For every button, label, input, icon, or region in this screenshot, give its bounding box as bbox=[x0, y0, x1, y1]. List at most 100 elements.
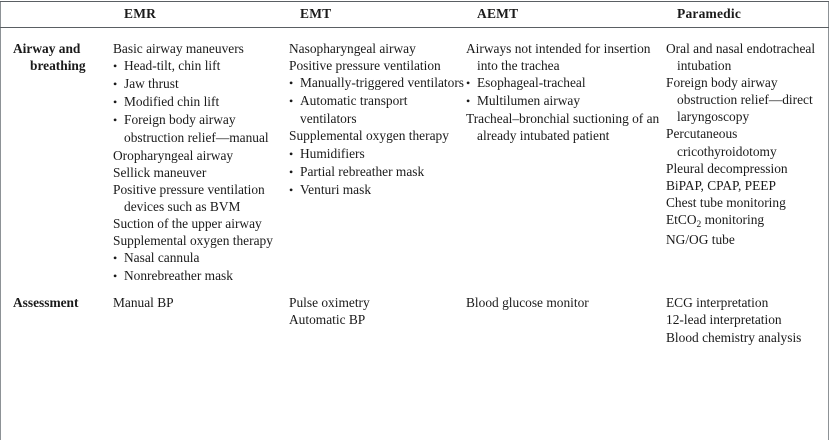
list-item-bulleted: • Venturi mask bbox=[289, 181, 467, 199]
list-item: Basic airway maneuvers bbox=[113, 40, 290, 57]
column-header-label bbox=[0, 0, 124, 29]
cell-airway-aemt: Airways not intended for insertion into … bbox=[466, 29, 677, 285]
list-item-label: Sellick maneuver bbox=[113, 164, 207, 180]
list-item-label: Pleural decompression bbox=[666, 160, 788, 176]
list-item-label: BiPAP, CPAP, PEEP bbox=[666, 177, 776, 193]
list-item-label: Nasal cannula bbox=[124, 250, 200, 266]
list-item-label: Head-tilt, chin lift bbox=[124, 58, 221, 74]
list-item-label: Supplemental oxygen therapy bbox=[113, 233, 273, 249]
bullet-icon: • bbox=[113, 251, 118, 266]
bullet-icon: • bbox=[113, 77, 118, 92]
list-item: Chest tube monitoring bbox=[666, 194, 819, 211]
list-item-bulleted: • Nonrebreather mask bbox=[113, 267, 290, 285]
bullet-icon: • bbox=[113, 113, 118, 128]
list-item: Tracheal–bronchial suctioning of an alre… bbox=[466, 110, 667, 144]
cell-assessment-aemt: Blood glucose monitor bbox=[466, 285, 677, 345]
list-item-label: Nonrebreather mask bbox=[124, 268, 233, 284]
list-item-label: Oral and nasal endotracheal intubation bbox=[666, 41, 816, 74]
list-item: Percutaneous cricothyroidotomy bbox=[666, 125, 819, 159]
list-item-label: EtCO2 monitoring bbox=[666, 211, 765, 230]
list-item-label: Manual BP bbox=[113, 295, 174, 311]
bullet-icon: • bbox=[289, 182, 294, 197]
list-item-bulleted: • Jaw thrust bbox=[113, 75, 290, 93]
row-label-line1: Airway and bbox=[13, 41, 81, 56]
list-item-label: Positive pressure ventilation bbox=[289, 58, 441, 74]
table-row: Airway and breathing Basic airway maneuv… bbox=[0, 29, 829, 285]
cell-airway-emr: Basic airway maneuvers • Head-tilt, chin l… bbox=[113, 29, 300, 285]
list-assessment-aemt: Blood glucose monitor bbox=[466, 294, 667, 311]
list-item-label: Airways not intended for insertion into … bbox=[466, 41, 651, 74]
bullet-icon: • bbox=[466, 94, 471, 109]
list-item: Positive pressure ventilation bbox=[289, 57, 467, 74]
header-row: EMR EMT AEMT Paramedic bbox=[0, 0, 829, 29]
table-body: Airway and breathing Basic airway maneuv… bbox=[0, 29, 829, 346]
list-item-label: Humidifiers bbox=[300, 145, 365, 161]
table-right-border bbox=[828, 1, 829, 440]
list-item-label: Esophageal-tracheal bbox=[477, 75, 586, 91]
table-top-rule bbox=[0, 1, 829, 2]
list-airway-emr: Basic airway maneuvers • Head-tilt, chin l… bbox=[113, 40, 290, 285]
list-item-label: Chest tube monitoring bbox=[666, 194, 786, 210]
list-item: Supplemental oxygen therapy bbox=[113, 232, 290, 249]
row-label-assessment: Assessment bbox=[0, 285, 124, 345]
list-item-label: Blood chemistry analysis bbox=[666, 329, 802, 345]
list-item-label: Automatic transport ventilators bbox=[300, 93, 408, 127]
column-header-emr: EMR bbox=[124, 6, 157, 21]
list-item: BiPAP, CPAP, PEEP bbox=[666, 177, 819, 194]
column-header-aemt: AEMT bbox=[477, 6, 519, 21]
list-item-label: Venturi mask bbox=[300, 181, 372, 197]
list-item-bulleted: • Automatic transport ventilators bbox=[289, 92, 467, 127]
list-item: Blood chemistry analysis bbox=[666, 329, 819, 346]
list-item-label: Oropharyngeal airway bbox=[113, 147, 234, 163]
bullet-icon: • bbox=[289, 76, 294, 91]
table-header: EMR EMT AEMT Paramedic bbox=[0, 0, 829, 29]
list-item: Oropharyngeal airway bbox=[113, 147, 290, 164]
list-item-label: Blood glucose monitor bbox=[466, 295, 589, 311]
table-header-rule bbox=[0, 27, 829, 28]
list-airway-aemt: Airways not intended for insertion into … bbox=[466, 40, 667, 145]
list-item: ECG interpretation bbox=[666, 294, 819, 311]
list-item: Pleural decompression bbox=[666, 160, 819, 177]
list-item-bulleted: • Foreign body airway obstruction relief—… bbox=[113, 111, 290, 146]
list-item: Pulse oximetry bbox=[289, 294, 467, 311]
list-item-label: ECG interpretation bbox=[666, 295, 769, 311]
list-item: Oral and nasal endotracheal intubation bbox=[666, 40, 819, 74]
list-item-label: Jaw thrust bbox=[124, 76, 179, 92]
row-label-line1: Assessment bbox=[13, 295, 79, 311]
list-item: Foreign body airway obstruction relief—d… bbox=[666, 74, 819, 125]
list-item-label: Suction of the upper airway bbox=[113, 215, 262, 231]
cell-assessment-emr: Manual BP bbox=[113, 285, 300, 345]
list-item-label: Automatic BP bbox=[289, 312, 366, 328]
list-assessment-emr: Manual BP bbox=[113, 294, 290, 311]
list-item-label: 12-lead interpretation bbox=[666, 312, 782, 328]
table-left-border bbox=[0, 1, 1, 440]
list-item-bulleted: • Nasal cannula bbox=[113, 249, 290, 267]
list-item-subline: 12-lead interpretation bbox=[666, 311, 819, 328]
bullet-icon: • bbox=[289, 164, 294, 179]
list-item: Airways not intended for insertion into … bbox=[466, 40, 667, 74]
list-item-label: Partial rebreather mask bbox=[300, 163, 425, 179]
list-item-label: Manually-triggered ventilators bbox=[300, 75, 464, 91]
list-item: Sellick maneuver bbox=[113, 164, 290, 181]
bullet-icon: • bbox=[289, 94, 294, 109]
comparison-table: EMR EMT AEMT Paramedic Airway and breath… bbox=[0, 0, 829, 346]
row-label-airway: Airway and breathing bbox=[0, 29, 124, 285]
list-item-label: Nasopharyngeal airway bbox=[289, 41, 416, 56]
list-item-label: Basic airway maneuvers bbox=[113, 41, 244, 56]
list-item-bulleted: •Modified chin lift bbox=[113, 93, 290, 111]
list-item-label: Positive pressure ventilation devices su… bbox=[113, 181, 265, 214]
list-item-label: Pulse oximetry bbox=[289, 295, 370, 311]
list-item: Manual BP bbox=[113, 294, 290, 311]
list-item-label: Foreign body airway obstruction relief—m… bbox=[124, 112, 269, 146]
list-item: Blood glucose monitor bbox=[466, 294, 667, 311]
list-item: Supplemental oxygen therapy bbox=[289, 127, 467, 144]
list-item: Suction of the upper airway bbox=[113, 215, 290, 232]
list-item-label: Modified chin lift bbox=[124, 94, 220, 110]
bullet-icon: • bbox=[113, 269, 118, 284]
